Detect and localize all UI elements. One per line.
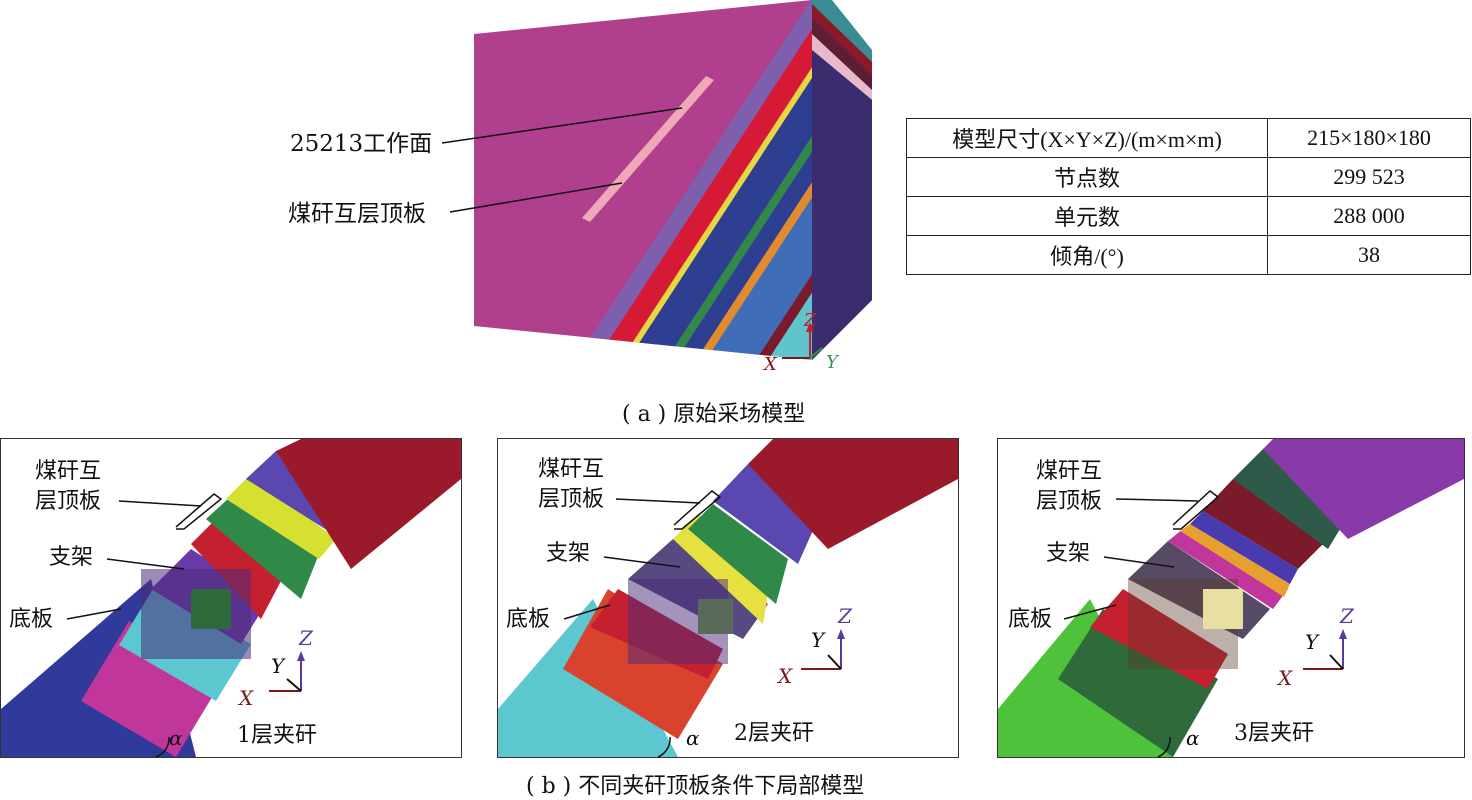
roof-label-line1: 煤矸互: [35, 459, 102, 484]
workface-strip: [582, 76, 714, 222]
model-top-face: [812, 0, 872, 62]
local-model-panel-1: Z Y X α 煤矸互 层顶板 支架 底板 1层夹矸: [0, 438, 462, 758]
support-label: 支架: [49, 545, 94, 570]
axis-z-label: Z: [837, 604, 853, 628]
support-label: 支架: [546, 541, 591, 566]
table-cell-value: 288 000: [1267, 196, 1471, 236]
table-cell-key: 节点数: [906, 157, 1268, 197]
table-cell-value: 299 523: [1267, 157, 1471, 197]
stope-model-3d: Z X Y: [474, 0, 872, 375]
leaders-1: Z Y X α: [66, 493, 314, 750]
axis-y-label: Y: [826, 352, 840, 373]
leaders-2: Z Y X α: [563, 490, 853, 750]
alpha-label: α: [1186, 726, 1200, 750]
alpha-label: α: [169, 726, 183, 750]
axis-z-label: Z: [1339, 604, 1355, 628]
axis-y-label: Y: [271, 654, 286, 678]
leader-lines-a: [441, 107, 683, 213]
axis-x-label: X: [237, 686, 254, 710]
roof-label-line2: 层顶板: [35, 489, 102, 514]
layer-label: 2层夹矸: [734, 721, 814, 746]
table-cell-value: 38: [1267, 235, 1471, 275]
caption-b: ( b ) 不同夹矸顶板条件下局部模型: [526, 774, 865, 799]
layer-label: 1层夹矸: [237, 723, 317, 748]
local-model-graphic: [1, 439, 461, 757]
caption-a: ( a ) 原始采场模型: [622, 402, 806, 427]
local-model-panel-2: Z Y X α 煤矸互 层顶板 支架 底板 2层夹矸: [497, 438, 959, 758]
local-model-graphic: [998, 439, 1464, 757]
roof-label-line1: 煤矸互: [538, 457, 605, 482]
local-model-graphic: [498, 439, 958, 757]
workface-label: 25213工作面: [290, 131, 433, 157]
axis-x-label: X: [776, 664, 793, 688]
axis-z-label: Z: [298, 626, 314, 650]
axis-y-label: Y: [1305, 630, 1320, 654]
floor-label: 底板: [1008, 607, 1053, 632]
table-cell-key: 倾角/(°): [906, 235, 1268, 275]
roof-label-line2: 层顶板: [538, 487, 605, 512]
floor-label: 底板: [9, 607, 54, 632]
leaders-3: Z Y X α: [1063, 490, 1355, 750]
table-cell-key: 模型尺寸(X×Y×Z)/(m×m×m): [906, 118, 1268, 158]
model-parameter-table: 模型尺寸(X×Y×Z)/(m×m×m) 215×180×180 节点数 299 …: [906, 118, 1471, 275]
model-front-face: [474, 0, 812, 360]
table-cell-value: 215×180×180: [1267, 118, 1471, 158]
layer-label: 3层夹矸: [1234, 721, 1314, 746]
table-row: 模型尺寸(X×Y×Z)/(m×m×m) 215×180×180: [906, 118, 1471, 158]
roof-label-line2: 层顶板: [1036, 489, 1103, 514]
table-row: 节点数 299 523: [906, 157, 1471, 197]
axis-x-label: X: [762, 354, 778, 375]
axis-y-label: Y: [811, 628, 826, 652]
alpha-label: α: [686, 726, 700, 750]
table-row: 单元数 288 000: [906, 196, 1471, 236]
local-model-panel-3: Z Y X α 煤矸互 层顶板 支架 底板 3层夹矸: [997, 438, 1465, 758]
roof-label-line1: 煤矸互: [1036, 459, 1103, 484]
support-label: 支架: [1046, 541, 1091, 566]
table-cell-key: 单元数: [906, 196, 1268, 236]
floor-label: 底板: [506, 607, 551, 632]
axis-z-label: Z: [803, 310, 817, 331]
axis-x-label: X: [1276, 666, 1293, 690]
roof-label: 煤矸互层顶板: [288, 201, 426, 227]
table-row: 倾角/(°) 38: [906, 235, 1471, 275]
